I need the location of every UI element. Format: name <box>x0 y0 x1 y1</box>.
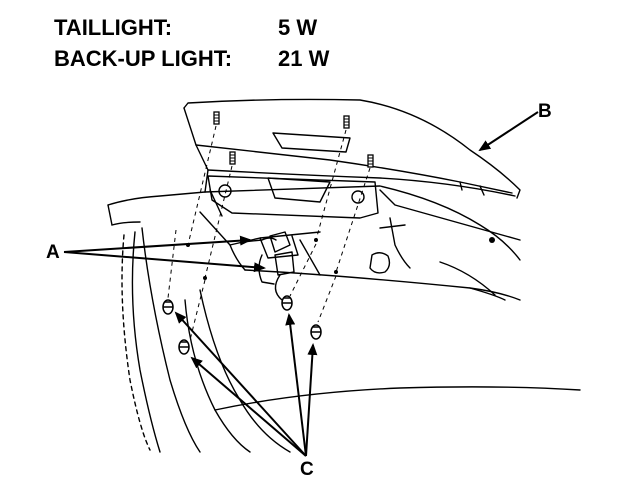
body-side-outline <box>107 191 581 453</box>
leader-c-arrow-4 <box>305 343 318 457</box>
clip-c-icon <box>178 339 190 355</box>
clip-icon <box>229 151 236 165</box>
leader-c-arrow-1 <box>174 311 307 457</box>
taillight-wattage: 5 W <box>278 15 318 40</box>
tailgate-inner-panel <box>199 185 521 301</box>
clip-c-icon <box>162 299 174 315</box>
connector-assembly-a <box>241 231 295 301</box>
clip-icon <box>213 111 220 125</box>
taillight-label: TAILLIGHT: <box>54 15 173 40</box>
clip-icon <box>367 154 374 168</box>
callout-c: C <box>300 459 314 480</box>
leader-c-arrow-3 <box>285 313 307 457</box>
leader-c-arrow-2 <box>190 356 307 457</box>
clip-icon <box>343 115 350 129</box>
callout-a: A <box>46 242 60 263</box>
callout-b: B <box>538 101 552 122</box>
leader-a-arrow-lower <box>63 251 266 273</box>
trim-clips <box>213 111 374 168</box>
clips-c <box>162 295 322 355</box>
license-garnish-bracket <box>207 175 379 219</box>
alignment-lines <box>167 125 371 341</box>
leader-a-arrow-upper <box>63 235 252 253</box>
leader-b-arrow <box>478 111 539 152</box>
clip-c-icon <box>310 324 322 340</box>
backup-light-label: BACK-UP LIGHT: <box>54 46 233 71</box>
clip-c-icon <box>281 295 293 311</box>
mounting-points <box>186 237 495 280</box>
backup-light-wattage: 21 W <box>278 46 330 71</box>
